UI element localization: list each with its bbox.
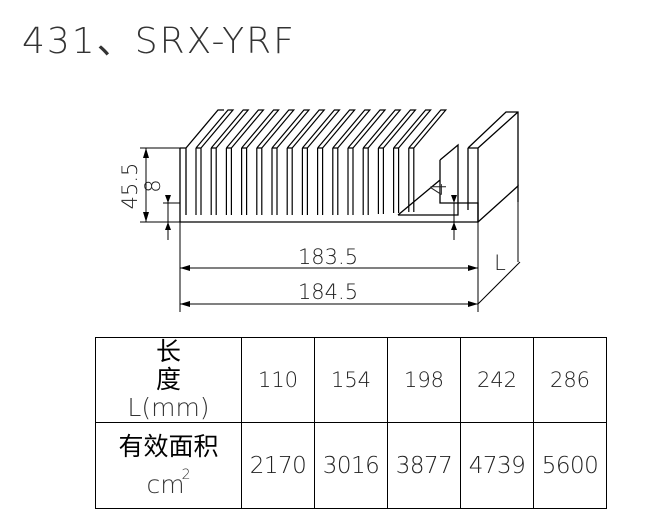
dimension-arrows <box>143 148 478 307</box>
table-row-area: 有效面积 cm2 2170 3016 3877 4739 5600 <box>95 422 607 509</box>
table-cell: 3877 <box>387 422 461 509</box>
table-cell: 198 <box>387 337 461 423</box>
spec-table: 长 度 L(mm) 110 154 198 242 286 有效面积 cm2 2… <box>95 337 607 509</box>
arrow <box>180 301 190 307</box>
table-cell: 286 <box>533 337 607 423</box>
fin <box>286 109 326 215</box>
fin <box>256 109 296 215</box>
heatsink-outline <box>179 109 519 223</box>
dim-label-outer-width: 184.5 <box>298 280 358 304</box>
arrow <box>451 222 457 230</box>
fin <box>393 109 432 213</box>
dim-length-line <box>477 261 521 305</box>
row-unit-area: cm <box>146 469 185 499</box>
fin <box>241 109 280 215</box>
dim-label-inner-width: 183.5 <box>298 245 358 269</box>
row-label-area: 有效面积 <box>118 431 219 461</box>
row-unit-area-wrap: cm2 <box>96 461 241 499</box>
table-row-length: 长 度 L(mm) 110 154 198 242 286 <box>95 337 607 423</box>
dim-label-base-thickness: 8 <box>141 179 165 192</box>
table-cell: 3016 <box>314 422 388 509</box>
base-front-edge <box>180 202 479 223</box>
channel <box>397 143 459 216</box>
arrow <box>143 148 149 158</box>
arrow <box>180 265 190 271</box>
fin <box>332 109 372 215</box>
dim-label-length: L <box>494 251 506 275</box>
arrow <box>165 195 171 203</box>
fin <box>362 109 402 215</box>
table-cell: 4739 <box>460 422 534 509</box>
dim-label-side-offset: 4 <box>427 182 451 195</box>
row-header-length: 长 度 L(mm) <box>95 337 242 423</box>
fin <box>347 109 387 215</box>
fin-array <box>195 109 448 215</box>
arrow <box>468 265 478 271</box>
table-cell: 5600 <box>533 422 607 509</box>
row-label-length: 长 度 <box>155 337 207 394</box>
fin <box>271 109 311 215</box>
fin <box>408 109 448 212</box>
base-depth-edge <box>477 184 519 223</box>
table-cell: 154 <box>314 337 388 423</box>
page-title: 431、SRX-YRF <box>22 21 296 62</box>
dim-label-total-height: 45.5 <box>118 163 142 210</box>
table-cell: 110 <box>241 337 315 423</box>
row-unit-length: L(mm) <box>127 393 210 422</box>
dimension-lines <box>140 147 521 312</box>
arrow <box>143 212 149 222</box>
fin <box>225 109 265 215</box>
left-wall <box>179 109 224 222</box>
fin <box>301 109 341 215</box>
fin <box>377 109 417 214</box>
row-header-area: 有效面积 cm2 <box>95 422 242 509</box>
arrow <box>165 222 171 230</box>
row-unit-area-sup: 2 <box>181 466 191 483</box>
right-wall <box>467 111 519 222</box>
fin <box>195 109 235 215</box>
fin <box>210 109 250 215</box>
heatsink-drawing: 45.5 8 4 183.5 184.5 L <box>118 109 521 312</box>
fin <box>317 109 356 215</box>
table-cell: 242 <box>460 337 534 423</box>
arrow <box>451 195 457 203</box>
arrow <box>468 301 478 307</box>
table-cell: 2170 <box>241 422 315 509</box>
